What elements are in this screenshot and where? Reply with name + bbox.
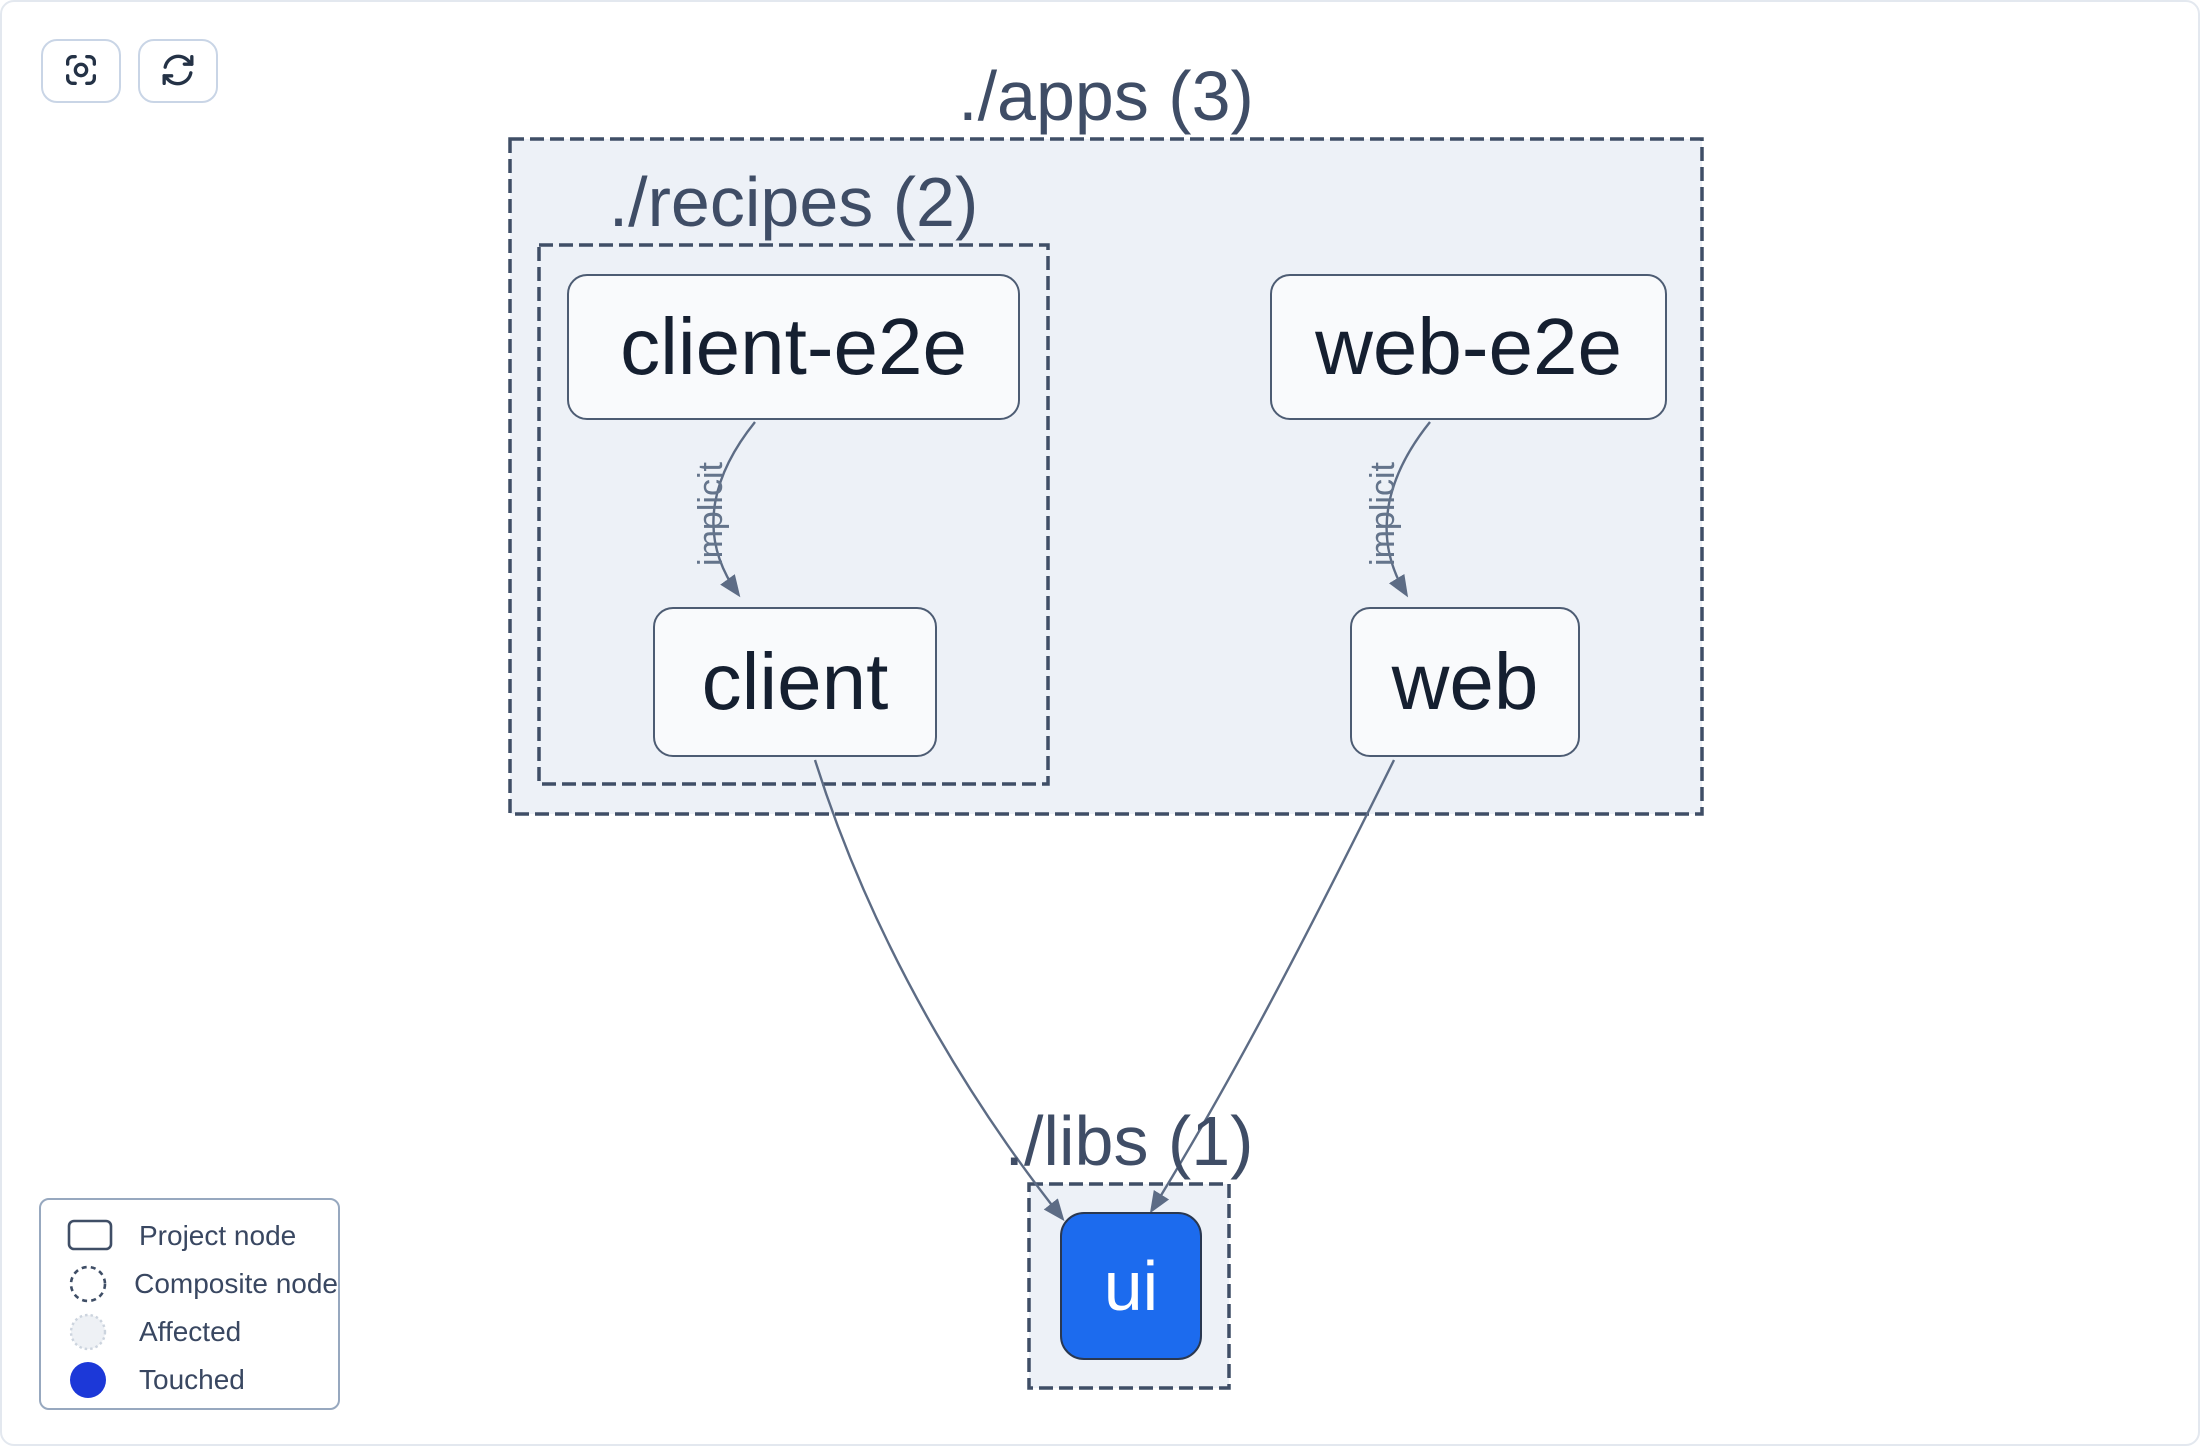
crosshair-focus-icon — [61, 50, 101, 93]
container-label-libs: ./libs (1) — [1004, 1102, 1254, 1180]
composite-node-swatch-icon — [67, 1263, 126, 1305]
project-node-web[interactable]: web — [1350, 607, 1580, 757]
legend-item-project-node: Project node — [67, 1212, 338, 1260]
legend-label: Affected — [139, 1316, 242, 1347]
edge-label-implicit-left: implicit — [692, 462, 730, 566]
edge-client-e2e-to-client[interactable] — [712, 421, 756, 598]
project-node-swatch-icon — [67, 1219, 131, 1253]
legend-item-composite-node: Composite node — [67, 1260, 338, 1308]
center-graph-button[interactable] — [41, 39, 121, 103]
legend-label: Project node — [139, 1220, 297, 1251]
project-node-web-e2e[interactable]: web-e2e — [1270, 274, 1667, 420]
project-node-client-e2e[interactable]: client-e2e — [567, 274, 1020, 420]
legend-label: Touched — [139, 1364, 245, 1395]
refresh-icon — [158, 50, 198, 93]
affected-swatch-icon — [67, 1311, 131, 1353]
legend-item-touched: Touched — [67, 1356, 338, 1404]
touched-swatch-icon — [67, 1359, 131, 1401]
refresh-graph-button[interactable] — [138, 39, 218, 103]
legend-item-affected: Affected — [67, 1308, 338, 1356]
container-label-recipes: ./recipes (2) — [608, 163, 979, 241]
container-label-apps: ./apps (3) — [958, 57, 1254, 135]
graph-legend: Project node Composite node Affected — [39, 1198, 340, 1410]
project-node-ui[interactable]: ui — [1060, 1212, 1202, 1360]
graph-toolbar — [41, 39, 218, 103]
edge-web-e2e-to-web[interactable] — [1385, 421, 1431, 598]
project-node-client[interactable]: client — [653, 607, 937, 757]
edge-label-implicit-right: implicit — [1364, 462, 1402, 566]
legend-label: Composite node — [134, 1268, 338, 1299]
